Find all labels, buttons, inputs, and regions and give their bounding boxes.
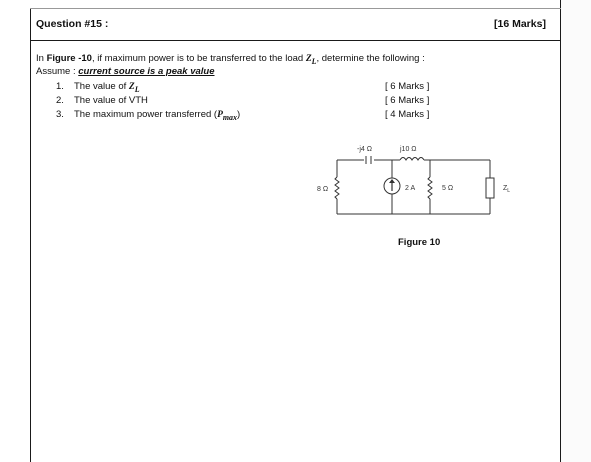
item-text: The value of: [74, 81, 129, 92]
page-margin: [561, 0, 591, 462]
capacitor-label: -j4 Ω: [357, 146, 372, 153]
resistor-5-label: 5 Ω: [442, 185, 453, 192]
header-bottom-rule: [30, 40, 561, 41]
frame-left-border: [30, 8, 31, 462]
item-number: 2.: [56, 95, 64, 106]
figure-reference: Figure -10: [46, 53, 92, 64]
question-intro: In Figure -10, if maximum power is to be…: [36, 53, 425, 66]
item-subscript: max: [222, 112, 237, 122]
resistor-8-label: 8 Ω: [317, 186, 328, 193]
assume-value: current source is a peak value: [78, 66, 215, 77]
source-label: 2 A: [405, 185, 415, 192]
load-box: [485, 177, 495, 199]
item-text: The maximum power transferred (: [74, 109, 218, 120]
resistor-8-ohm: [334, 176, 340, 200]
item-text: The value of VTH: [74, 95, 148, 106]
list-item: 3. The maximum power transferred (Pmax): [56, 109, 240, 122]
item-symbol: P: [217, 110, 223, 120]
item-number: 1.: [56, 81, 64, 92]
assumption-line: Assume : current source is a peak value: [36, 66, 214, 77]
load-label-main: Z: [503, 185, 508, 192]
inductor-label: j10 Ω: [399, 146, 417, 153]
item-symbol: Z: [128, 82, 135, 92]
intro-suffix: , determine the following :: [316, 53, 425, 64]
header-top-rule: [30, 8, 561, 9]
question-marks: [16 Marks]: [494, 18, 546, 30]
load-symbol: Z: [305, 54, 312, 64]
intro-text: , if maximum power is to be transferred …: [91, 53, 306, 64]
resistor-5-ohm: [427, 176, 433, 200]
item-close: ): [236, 109, 241, 120]
assume-label: Assume :: [36, 66, 76, 77]
item-subscript: L: [134, 84, 140, 94]
frame-right-border: [560, 0, 561, 462]
item-marks: [ 4 Marks ]: [385, 109, 430, 120]
load-label: ZL: [503, 185, 510, 194]
intro-prefix: In: [36, 53, 47, 64]
list-item: 2. The value of VTH: [56, 95, 148, 106]
figure-caption: Figure 10: [398, 237, 441, 248]
question-title: Question #15 :: [36, 18, 109, 30]
item-marks: [ 6 Marks ]: [385, 95, 430, 106]
load-label-sub: L: [507, 188, 510, 194]
arrow-head-icon: [389, 179, 395, 183]
item-marks: [ 6 Marks ]: [385, 81, 430, 92]
load-subscript: L: [311, 56, 317, 66]
item-number: 3.: [56, 109, 64, 120]
inductor-coil: [399, 157, 425, 161]
list-item: 1. The value of ZL: [56, 81, 140, 94]
